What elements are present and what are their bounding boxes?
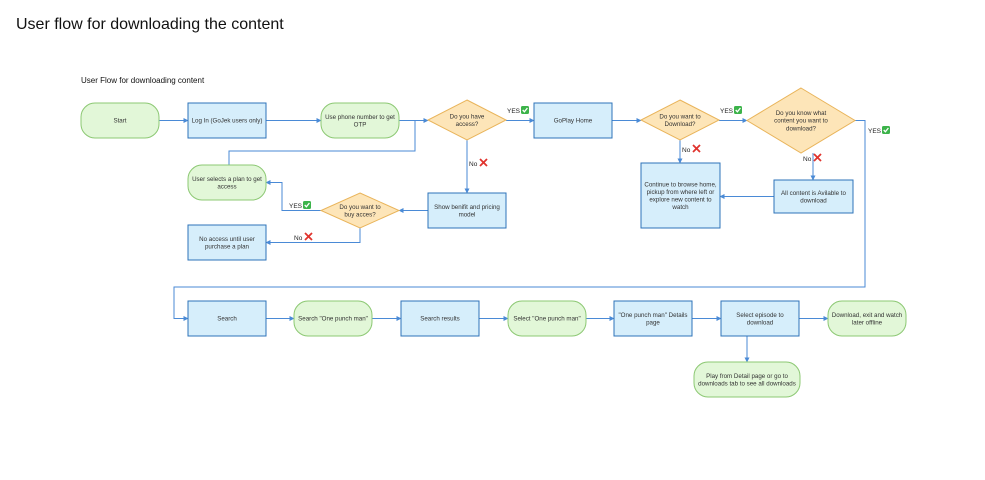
- cross-icon: [304, 232, 313, 241]
- node-text: downloads tab to see all downloads: [698, 381, 796, 388]
- no-label: No: [682, 147, 691, 154]
- node-goplay: GoPlay Home: [533, 102, 613, 139]
- flow-title: User Flow for downloading content: [81, 76, 205, 85]
- node-text: Do you know what: [776, 110, 827, 117]
- node-text: Download?: [665, 121, 697, 128]
- node-text: download?: [786, 125, 816, 132]
- no-label: No: [469, 161, 478, 168]
- cross-icon: [479, 158, 488, 167]
- check-icon: [734, 106, 742, 114]
- yes-label: YES: [720, 108, 734, 115]
- node-search: Search: [187, 300, 267, 337]
- page-title: User flow for downloading the content: [16, 16, 284, 33]
- nodes-layer: Start Log In (GoJek users only) Use phone …: [80, 87, 907, 398]
- edges-layer: [159, 118, 866, 363]
- node-text: Select episode to: [736, 312, 784, 319]
- node-text: Search results: [420, 316, 460, 323]
- node-start: Start: [80, 102, 160, 139]
- node-text: download: [747, 320, 774, 327]
- node-text: Show benifit and pricing: [434, 204, 500, 211]
- node-text: watch: [671, 204, 689, 211]
- node-text: access?: [456, 121, 479, 128]
- label-no-buy: No: [294, 232, 313, 242]
- check-icon: [882, 126, 890, 134]
- label-yes-buy: YES: [289, 201, 311, 210]
- node-text: Search "One punch man": [298, 316, 368, 323]
- edge-buy-noaccess: [265, 228, 361, 245]
- node-play: Play from Detail page or go todownloads …: [693, 361, 801, 398]
- node-login: Log In (GoJek users only): [187, 102, 267, 139]
- node-text: OTP: [354, 122, 367, 129]
- cross-icon: [692, 144, 701, 153]
- node-text: Search: [217, 316, 237, 323]
- node-browse: Continue to browse home,pickup from wher…: [640, 162, 721, 229]
- node-text: Play from Detail page or go to: [706, 373, 788, 380]
- edge-buy-plan: [265, 180, 321, 211]
- label-no-access: No: [469, 158, 488, 168]
- edge-plan-phone: [228, 120, 416, 165]
- node-text: Continue to browse home,: [644, 181, 717, 188]
- node-text: download: [800, 198, 827, 205]
- no-label: No: [294, 235, 303, 242]
- label-no-know: No: [803, 153, 822, 163]
- node-text: later offline: [852, 320, 883, 327]
- cross-icon: [813, 153, 822, 162]
- check-icon: [303, 201, 311, 209]
- node-text: explore new content to: [649, 197, 712, 204]
- label-yes-know: YES: [868, 126, 890, 135]
- node-text: All content is Avilable to: [781, 190, 846, 197]
- node-text: access: [217, 184, 236, 191]
- node-text: Use phone number to get: [325, 114, 395, 121]
- node-text: "One punch man" Details: [618, 312, 687, 319]
- check-icon: [521, 106, 529, 114]
- node-text: page: [646, 320, 660, 327]
- node-text: model: [459, 212, 476, 219]
- node-text: User selects a plan to get: [192, 176, 262, 183]
- node-text: No access until user: [199, 236, 255, 243]
- node-text: purchase a plan: [205, 244, 250, 251]
- node-text: Download, exit and watch: [832, 312, 903, 319]
- node-search-results: Search results: [400, 300, 480, 337]
- node-text: content you want to: [774, 118, 828, 125]
- label-yes-download: YES: [720, 106, 742, 115]
- edge-know-search: [173, 120, 866, 321]
- node-text: pickup from where left or: [647, 189, 715, 196]
- node-text: Log In (GoJek users only): [192, 118, 263, 125]
- label-no-download: No: [682, 144, 701, 154]
- node-text: Start: [113, 118, 126, 125]
- node-select-result: Select "One punch man": [507, 300, 587, 337]
- yes-label: YES: [868, 128, 882, 135]
- node-text: Do you want to: [659, 113, 701, 120]
- node-text: Select "One punch man": [513, 316, 580, 323]
- node-search-term: Search "One punch man": [293, 300, 373, 337]
- no-label: No: [803, 156, 812, 163]
- label-yes-access: YES: [507, 106, 529, 115]
- node-text: Do you have: [450, 113, 485, 120]
- yes-label: YES: [289, 203, 303, 210]
- node-text: GoPlay Home: [554, 118, 593, 125]
- yes-label: YES: [507, 108, 521, 115]
- node-text: Do you want to: [339, 204, 381, 211]
- node-text: buy acces?: [344, 212, 376, 219]
